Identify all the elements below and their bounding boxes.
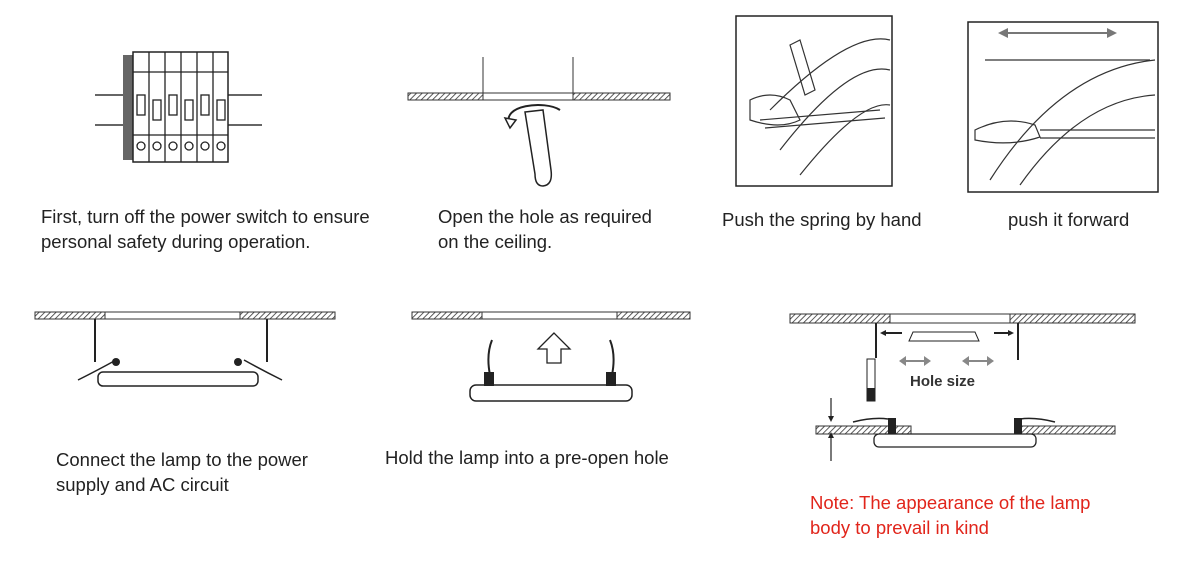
step-2-caption: Open the hole as required on the ceiling… — [438, 204, 652, 254]
push-spring-photo — [735, 15, 893, 187]
circuit-breaker-illustration — [95, 51, 262, 163]
push-forward-photo — [967, 21, 1159, 193]
ceiling-hole-saw-illustration — [407, 57, 671, 187]
hole-size-illustration — [789, 313, 1136, 461]
step-4-caption: push it forward — [1008, 209, 1130, 230]
step-6-caption: Hold the lamp into a pre-open hole — [385, 447, 669, 468]
note-line: body to prevail in kind — [810, 517, 989, 538]
caption-line: Open the hole as required — [438, 206, 652, 227]
caption-line: on the ceiling. — [438, 231, 553, 252]
step-5-caption: Connect the lamp to the power supply and… — [56, 447, 308, 497]
caption-line: First, turn off the power switch to ensu… — [41, 206, 370, 227]
note-text: Note: The appearance of the lamp body to… — [810, 490, 1090, 540]
note-line: Note: The appearance of the lamp — [810, 492, 1091, 513]
up-arrow-icon — [536, 332, 572, 364]
hole-size-label: Hole size — [910, 373, 976, 390]
connect-lamp-illustration — [34, 311, 336, 387]
step-3-caption: Push the spring by hand — [722, 209, 922, 230]
caption-line: personal safety during operation. — [41, 231, 311, 252]
insert-lamp-illustration — [411, 311, 691, 402]
step-1-caption: First, turn off the power switch to ensu… — [41, 204, 370, 254]
caption-line: supply and AC circuit — [56, 474, 229, 495]
caption-line: Connect the lamp to the power — [56, 449, 308, 470]
